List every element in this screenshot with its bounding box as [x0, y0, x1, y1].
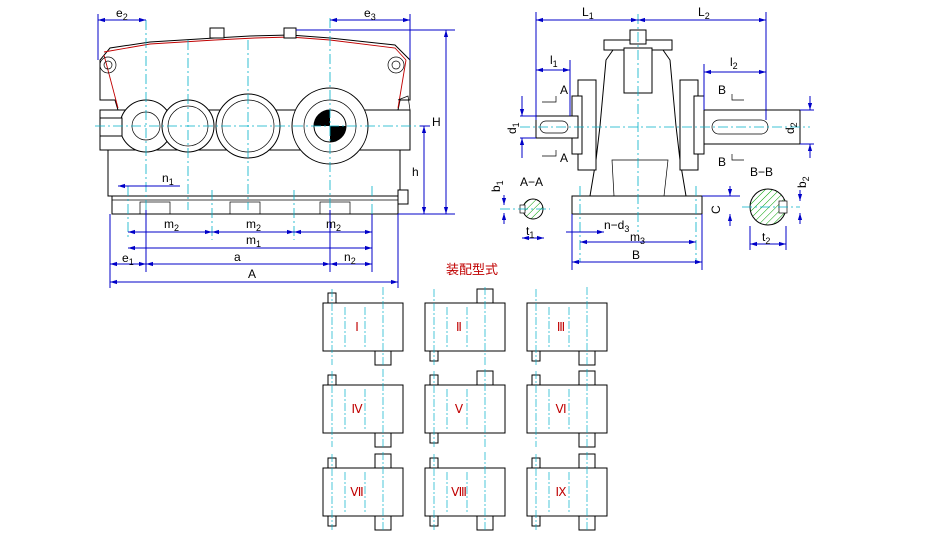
label-A: A [248, 267, 256, 281]
cover-outline-red [103, 36, 407, 61]
assembly-type-4: Ⅳ [322, 369, 404, 449]
assembly-type-3: Ⅲ [526, 287, 608, 367]
assembly-type-label: Ⅷ [451, 485, 467, 499]
label-n2: n2 [344, 250, 356, 266]
label-n-d3: n−d3 [604, 218, 629, 234]
label-AA: A−A [520, 175, 543, 189]
label-a: a [234, 250, 241, 264]
assembly-type-label: Ⅴ [455, 402, 464, 416]
label-t2: t2 [762, 230, 770, 246]
label-l2: l2 [730, 55, 738, 71]
label-L1: L1 [582, 5, 594, 21]
assembly-type-label: Ⅱ [456, 320, 462, 334]
label-e3: e3 [364, 6, 376, 22]
label-d2: d2 [783, 122, 799, 134]
section-B-B: B−B b2 t2 [742, 165, 811, 250]
assembly-type-label: Ⅵ [555, 402, 566, 416]
assembly-title: 装配型式 [446, 263, 498, 278]
assembly-grid: Ⅰ Ⅱ Ⅲ Ⅳ Ⅴ Ⅵ Ⅶ Ⅷ Ⅸ [322, 287, 608, 532]
label-d1: d1 [505, 122, 521, 134]
label-m2-a: m2 [164, 217, 179, 233]
label-b1: b1 [489, 180, 505, 192]
label-n1: n1 [162, 171, 174, 187]
label-h: h [412, 165, 419, 179]
assembly-type-7: Ⅶ [322, 452, 404, 532]
assembly-type-5: Ⅴ [424, 369, 506, 449]
label-section-A-bottom: A [560, 151, 568, 165]
label-e2: e2 [116, 6, 128, 22]
label-e1: e1 [122, 251, 134, 267]
label-BB: B−B [750, 165, 773, 179]
assembly-type-6: Ⅵ [526, 369, 608, 449]
assembly-type-9: Ⅸ [526, 452, 608, 532]
assembly-type-label: Ⅸ [555, 485, 566, 499]
label-m3: m3 [630, 230, 645, 246]
label-t1: t1 [526, 224, 534, 240]
label-L2: L2 [698, 5, 710, 21]
label-l1: l1 [550, 53, 558, 69]
label-section-B-bottom: B [718, 155, 726, 169]
assembly-type-label: Ⅰ [355, 320, 359, 334]
label-section-A-top: A [560, 83, 568, 97]
label-b2: b2 [795, 176, 811, 188]
assembly-type-label: Ⅳ [351, 402, 362, 416]
front-dimensions: e2 e3 H h n1 m2 m2 m2 m1 e1 a n2 A [97, 6, 455, 288]
assembly-type-1: Ⅰ [322, 287, 404, 367]
assembly-type-2: Ⅱ [424, 287, 506, 367]
label-m2-b: m2 [246, 217, 261, 233]
assembly-type-label: Ⅲ [557, 320, 565, 334]
vent-plug [209, 27, 225, 39]
label-m2-c: m2 [326, 217, 341, 233]
side-base [571, 195, 703, 215]
side-dimensions: L1 L2 l1 l2 A A B B d1 d2 C n−d3 m3 B [505, 5, 814, 270]
assembly-type-8: Ⅷ [424, 452, 506, 532]
label-H: H [432, 115, 441, 129]
assembly-type-label: Ⅶ [350, 485, 363, 499]
label-C: C [709, 205, 723, 214]
label-m1: m1 [246, 233, 261, 249]
label-B: B [632, 248, 640, 262]
side-view [520, 14, 810, 262]
front-view [95, 18, 420, 240]
label-section-B-top: B [718, 83, 726, 97]
section-A-A: A−A b1 t1 [489, 175, 550, 241]
